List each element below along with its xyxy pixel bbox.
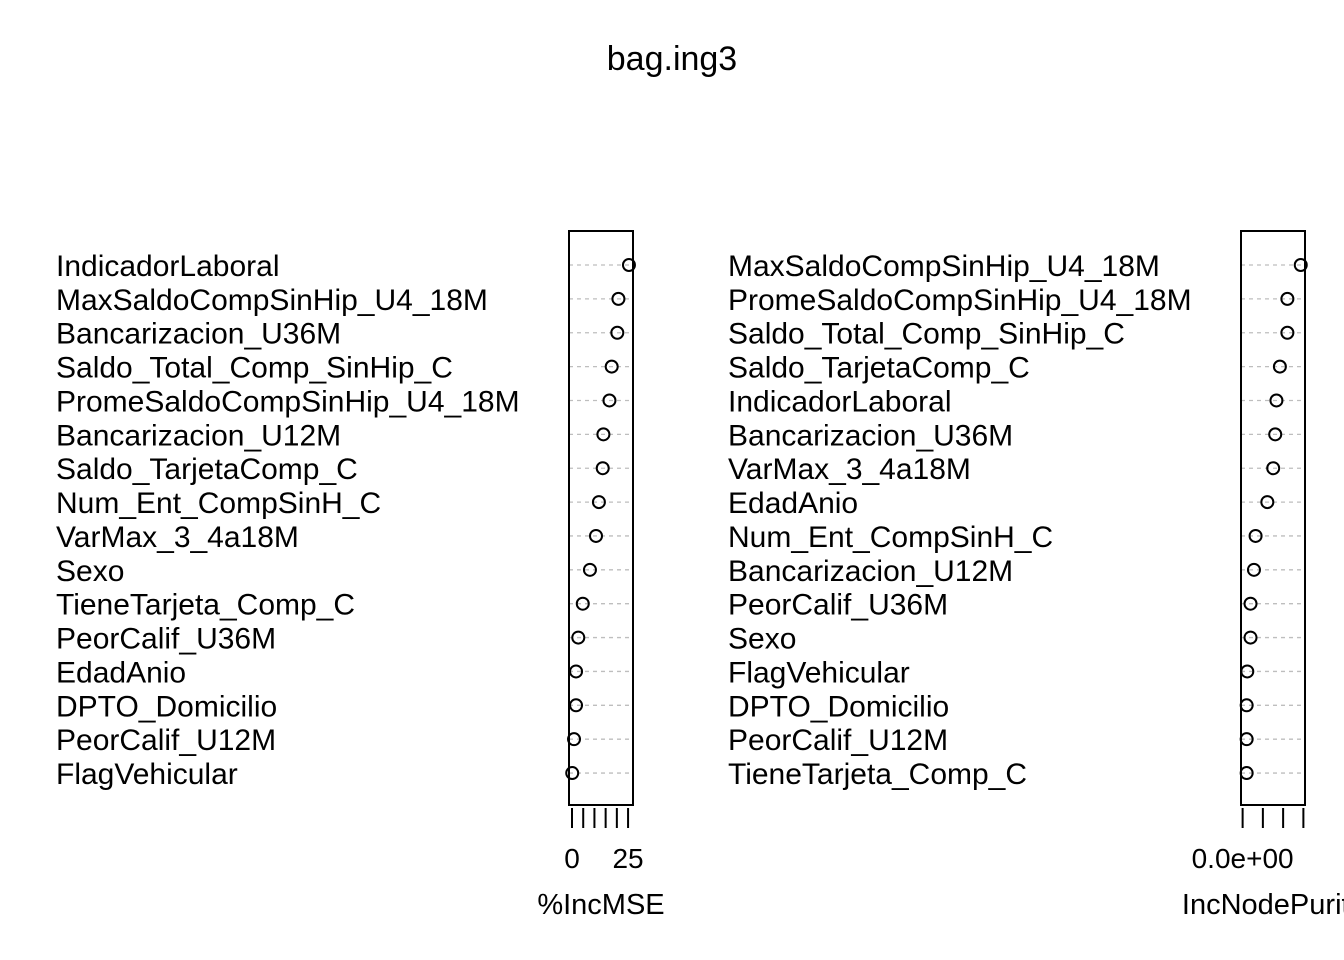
variable-label: FlagVehicular bbox=[728, 656, 910, 689]
data-point bbox=[1272, 359, 1287, 374]
data-point bbox=[604, 359, 619, 374]
data-point bbox=[595, 461, 610, 476]
variable-label: IndicadorLaboral bbox=[728, 385, 952, 418]
data-point bbox=[588, 528, 603, 543]
data-point bbox=[571, 630, 586, 645]
variable-label: PeorCalif_U12M bbox=[56, 724, 276, 757]
panel-1: IndicadorLaboralMaxSaldoCompSinHip_U4_18… bbox=[56, 230, 665, 921]
tick-label: 0 bbox=[564, 843, 580, 874]
data-point bbox=[582, 562, 597, 577]
variable-label: EdadAnio bbox=[728, 487, 858, 520]
data-point bbox=[1293, 258, 1308, 272]
data-point bbox=[1280, 291, 1295, 306]
variable-label: PeorCalif_U36M bbox=[728, 589, 948, 622]
data-point bbox=[1248, 528, 1263, 543]
variable-label: Bancarizacion_U36M bbox=[728, 419, 1013, 452]
data-point bbox=[569, 698, 584, 713]
data-point bbox=[602, 393, 617, 408]
variable-label: Saldo_Total_Comp_SinHip_C bbox=[56, 352, 453, 385]
data-point bbox=[621, 258, 636, 272]
variable-label: Saldo_Total_Comp_SinHip_C bbox=[728, 318, 1125, 351]
variable-label: Sexo bbox=[56, 555, 124, 588]
plot-box bbox=[568, 230, 634, 806]
data-point bbox=[1243, 630, 1258, 645]
variable-label: Bancarizacion_U12M bbox=[56, 419, 341, 452]
data-point bbox=[1268, 427, 1283, 442]
variable-label: DPTO_Domicilio bbox=[728, 690, 949, 723]
data-point bbox=[1269, 393, 1284, 408]
data-point bbox=[596, 427, 611, 442]
data-point bbox=[575, 596, 590, 611]
variable-label: IndicadorLaboral bbox=[56, 250, 280, 283]
variable-label: PeorCalif_U12M bbox=[728, 724, 948, 757]
data-point bbox=[565, 766, 580, 781]
variable-label: Bancarizacion_U36M bbox=[56, 318, 341, 351]
variable-label: TieneTarjeta_Comp_C bbox=[728, 758, 1027, 791]
tick-label: 25 bbox=[612, 843, 643, 874]
x-axis-label: IncNodePurity bbox=[1182, 889, 1344, 921]
data-point bbox=[1260, 495, 1275, 510]
variable-label: Saldo_TarjetaComp_C bbox=[56, 453, 358, 486]
variable-label: PeorCalif_U36M bbox=[56, 623, 276, 656]
variable-label: MaxSaldoCompSinHip_U4_18M bbox=[728, 250, 1160, 283]
variable-label: VarMax_3_4a18M bbox=[56, 521, 299, 554]
variable-label: EdadAnio bbox=[56, 656, 186, 689]
variable-label: Bancarizacion_U12M bbox=[728, 555, 1013, 588]
x-axis-label: %IncMSE bbox=[537, 889, 664, 921]
variable-label: DPTO_Domicilio bbox=[56, 690, 277, 723]
data-point bbox=[1243, 596, 1258, 611]
variable-label: PromeSaldoCompSinHip_U4_18M bbox=[56, 385, 520, 418]
panel-2: MaxSaldoCompSinHip_U4_18MPromeSaldoCompS… bbox=[728, 230, 1344, 921]
variable-label: TieneTarjeta_Comp_C bbox=[56, 589, 355, 622]
data-point bbox=[1280, 325, 1295, 340]
variable-label: FlagVehicular bbox=[56, 758, 238, 791]
data-point bbox=[611, 291, 626, 306]
variable-label: Sexo bbox=[728, 623, 796, 656]
data-point bbox=[610, 325, 625, 340]
plot-box bbox=[1240, 230, 1306, 806]
variable-label: Num_Ent_CompSinH_C bbox=[56, 487, 381, 520]
variable-label: MaxSaldoCompSinHip_U4_18M bbox=[56, 284, 488, 317]
variable-label: VarMax_3_4a18M bbox=[728, 453, 971, 486]
chart-title: bag.ing3 bbox=[607, 40, 737, 78]
data-point bbox=[1266, 461, 1281, 476]
variable-label: Saldo_TarjetaComp_C bbox=[728, 352, 1030, 385]
variable-label: PromeSaldoCompSinHip_U4_18M bbox=[728, 284, 1192, 317]
data-point bbox=[569, 664, 584, 679]
tick-label: 0.0e+00 bbox=[1192, 843, 1294, 874]
data-point bbox=[1246, 562, 1261, 577]
data-point bbox=[591, 495, 606, 510]
variable-label: Num_Ent_CompSinH_C bbox=[728, 521, 1053, 554]
